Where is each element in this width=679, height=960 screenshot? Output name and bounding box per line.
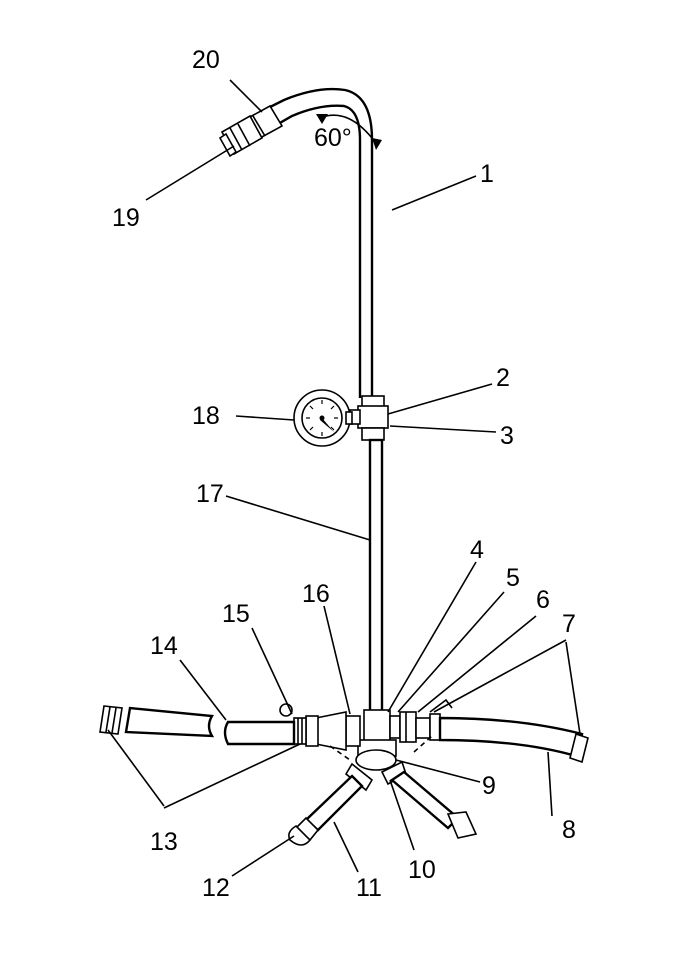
callout-5: 5 xyxy=(506,564,520,592)
right-hose xyxy=(438,716,589,764)
lower-right-branch xyxy=(380,760,478,839)
tee-fitting xyxy=(349,395,389,441)
left-hose xyxy=(99,705,296,746)
callout-11: 11 xyxy=(356,874,382,902)
callout-10: 10 xyxy=(408,856,436,884)
callout-15: 15 xyxy=(222,600,250,628)
hose-nozzle-19 xyxy=(218,114,264,158)
callout-18: 18 xyxy=(192,402,220,430)
callout-17: 17 xyxy=(196,480,224,508)
callout-14: 14 xyxy=(150,632,178,660)
leader-lines xyxy=(107,79,581,877)
callout-6: 6 xyxy=(536,586,550,614)
callout-labels: 20 19 60° 1 2 3 18 17 4 5 6 7 16 15 14 9… xyxy=(112,46,576,902)
callout-4: 4 xyxy=(470,536,484,564)
callout-16: 16 xyxy=(302,580,330,608)
callout-3: 3 xyxy=(500,422,514,450)
callout-20: 20 xyxy=(192,46,220,74)
callout-1: 1 xyxy=(480,160,494,188)
angle-label: 60° xyxy=(314,124,352,152)
callout-8: 8 xyxy=(562,816,576,844)
callout-19: 19 xyxy=(112,204,140,232)
right-valve-assembly xyxy=(389,698,453,753)
pressure-gauge xyxy=(293,389,353,447)
manifold-body xyxy=(355,709,397,771)
lower-pipe xyxy=(368,438,384,718)
callout-9: 9 xyxy=(482,772,496,800)
callout-2: 2 xyxy=(496,364,510,392)
angle-indicator xyxy=(316,114,382,150)
lower-left-branch xyxy=(288,762,374,846)
left-valve-assembly xyxy=(279,703,361,761)
callout-12: 12 xyxy=(202,874,230,902)
callout-13: 13 xyxy=(150,828,178,856)
callout-7: 7 xyxy=(562,610,576,638)
